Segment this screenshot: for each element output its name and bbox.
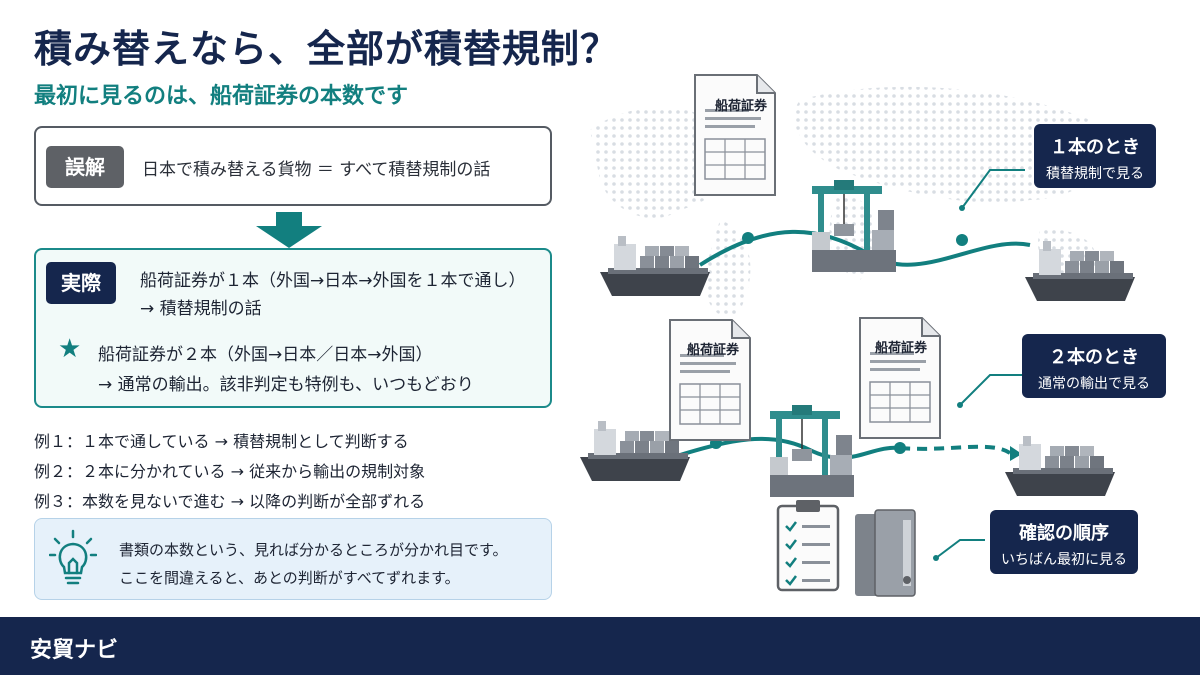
example-1: 例１：１本で通している → 積替規制として判断する <box>34 432 409 451</box>
bill-of-lading-second-icon <box>859 317 941 439</box>
diagram-canvas: 船荷証券 船荷証券 船荷証券 <box>580 74 1135 597</box>
port-crane-top-icon <box>811 179 897 273</box>
reality-tag: 実際 <box>46 262 116 304</box>
callout-one-title: １本のとき <box>1050 137 1140 158</box>
checklist-icon <box>776 500 840 592</box>
page-title: 積み替えなら、全部が積替規制？ <box>34 27 620 71</box>
bill-of-lading-top-icon <box>694 74 776 196</box>
callout-order-sub: いちばん最初に見る <box>1001 552 1127 568</box>
footer-brand: 安貿ナビ <box>30 638 119 663</box>
port-crane-bottom-icon <box>769 404 855 498</box>
route-one-node-start <box>742 232 754 244</box>
connector-order <box>935 539 985 559</box>
example-3: 例３：本数を見ないで進む → 以降の判断が全部ずれる <box>34 492 426 511</box>
footer-bar: 安貿ナビ <box>0 617 1200 675</box>
down-arrow-icon <box>256 212 322 248</box>
doc-label-second: 船荷証券 <box>875 340 928 356</box>
connector-two <box>959 374 1025 406</box>
tip-line-2: ここを間違えると、あとの判断がすべてずれます。 <box>119 569 460 587</box>
route-two-bl-second <box>899 444 1012 455</box>
lightbulb-icon <box>49 529 97 585</box>
tip-line-1: 書類の本数という、見れば分かるところが分かれ目です。 <box>119 541 508 559</box>
callout-order: 確認の順序 いちばん最初に見る <box>990 510 1138 574</box>
misconception-box: 誤解 日本で積み替える貨物 ＝ すべて積替規制の話 <box>34 126 552 206</box>
callout-one-sub: 積替規制で見る <box>1046 166 1144 182</box>
callout-one-bl: １本のとき 積替規制で見る <box>1034 124 1156 188</box>
doc-label-top: 船荷証券 <box>715 98 768 114</box>
route-two-node-2 <box>894 442 906 454</box>
binder-icon <box>855 509 916 597</box>
connector-one <box>961 169 1025 209</box>
callout-order-title: 確認の順序 <box>1019 523 1109 544</box>
ship-origin-top-icon <box>600 236 710 296</box>
misconception-tag: 誤解 <box>46 146 124 188</box>
callout-two-title: ２本のとき <box>1049 347 1139 368</box>
connector-two-dot <box>957 402 963 408</box>
callout-two-sub: 通常の輸出で見る <box>1038 376 1150 392</box>
reality-line-3: 船荷証券が２本（外国→日本／日本→外国） <box>98 345 433 365</box>
route-one-node-end <box>956 234 968 246</box>
reality-line-4: → 通常の輸出。該非判定も特例も、いつもどおり <box>98 375 474 395</box>
bill-of-lading-first-icon <box>669 319 751 441</box>
reality-line-2: → 積替規制の話 <box>140 299 262 319</box>
ship-dest-bottom-icon <box>1005 436 1115 496</box>
route-arrow-head-icon <box>1010 446 1022 461</box>
reality-box: 実際 船荷証券が１本（外国→日本→外国を１本で通し） → 積替規制の話 ★ 船荷… <box>34 248 552 408</box>
shipping-diagram: 船荷証券 船荷証券 船荷証券 <box>570 60 1200 610</box>
tip-box: 書類の本数という、見れば分かるところが分かれ目です。 ここを間違えると、あとの判… <box>34 518 552 600</box>
connector-order-dot <box>933 555 939 561</box>
example-2: 例２：２本に分かれている → 従来から輸出の規制対象 <box>34 462 426 481</box>
doc-label-first: 船荷証券 <box>687 342 740 358</box>
star-icon: ★ <box>58 334 82 364</box>
page-subtitle: 最初に見るのは、船荷証券の本数です <box>34 84 409 109</box>
connector-one-dot <box>959 205 965 211</box>
reality-line-1: 船荷証券が１本（外国→日本→外国を１本で通し） <box>140 271 526 291</box>
misconception-text: 日本で積み替える貨物 ＝ すべて積替規制の話 <box>142 160 491 180</box>
callout-two-bl: ２本のとき 通常の輸出で見る <box>1022 334 1166 398</box>
